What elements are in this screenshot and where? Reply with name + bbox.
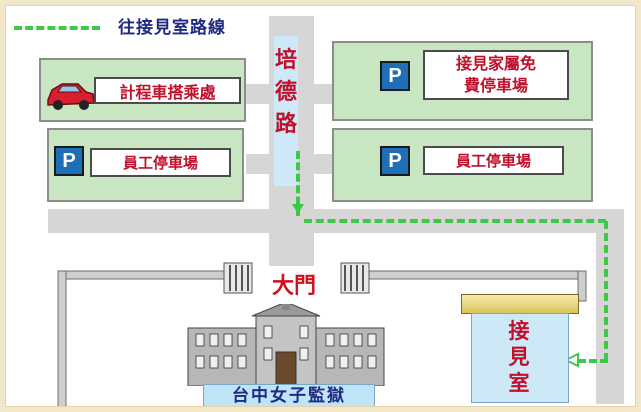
taxi-car-icon — [47, 83, 95, 110]
staff-parking-left-label: 員工停車場 — [90, 148, 231, 177]
staff-parking-right-label: 員工停車場 — [423, 146, 564, 175]
arrow-left-icon — [564, 352, 579, 368]
legend-route-line — [14, 26, 100, 30]
gate-label: 大門 — [271, 273, 316, 299]
visit-room-building — [471, 313, 569, 403]
prison-perimeter-wall — [57, 270, 587, 406]
visitor-parking-label: 接見家屬免 費停車場 — [423, 50, 569, 100]
prison-label: 台中女子監獄 — [203, 384, 375, 406]
parking-sign-icon: P — [54, 146, 84, 176]
visit-room-label: 接見室 — [508, 318, 530, 395]
route-segment-west — [578, 359, 608, 363]
map-canvas: 往接見室路線 培德路 計程車搭乘處 P 員工停車場 P 接見家屬免 費停車場 P… — [5, 5, 636, 407]
parking-sign-icon: P — [380, 61, 410, 91]
parking-sign-icon: P — [380, 146, 410, 176]
route-segment-down — [296, 151, 300, 216]
gate-icon — [340, 262, 370, 294]
arrow-down-icon — [292, 204, 304, 214]
road-name-peide: 培德路 — [274, 36, 298, 186]
route-segment-east — [304, 219, 606, 223]
gate-icon — [223, 262, 253, 294]
route-segment-south — [604, 221, 608, 361]
legend-label: 往接見室路線 — [118, 18, 226, 38]
prison-building-icon — [187, 304, 385, 386]
taxi-label: 計程車搭乘處 — [94, 77, 241, 104]
visit-room-roof — [461, 294, 579, 314]
road-right-vertical — [596, 209, 624, 404]
